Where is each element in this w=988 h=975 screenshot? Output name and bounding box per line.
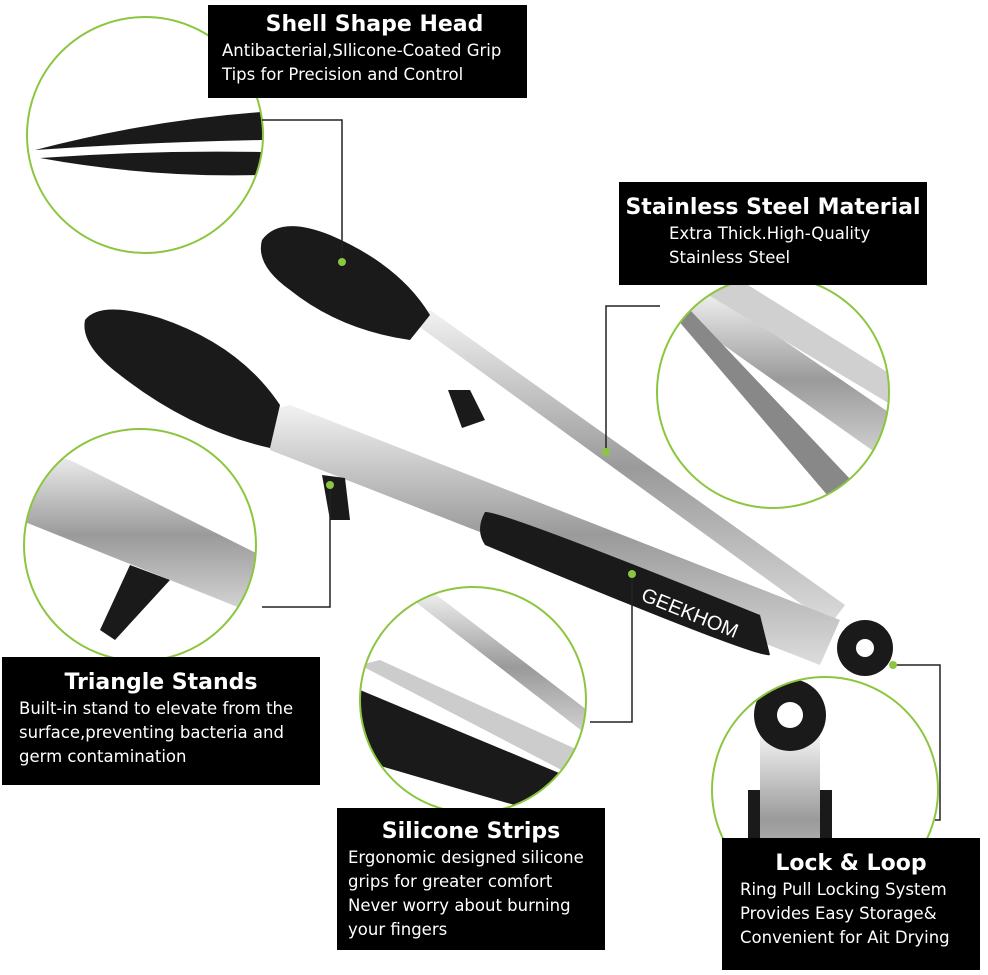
callout-title: Shell Shape Head xyxy=(265,12,484,37)
callout-stainless-steel: Stainless Steel Material Extra Thick.Hig… xyxy=(619,182,927,285)
callout-shell-shape-head: Shell Shape Head Antibacterial,SIlicone-… xyxy=(208,5,527,98)
callout-text: Ergonomic designed silicone grips for gr… xyxy=(348,848,584,939)
detail-circle-steel xyxy=(657,276,889,508)
tongs-upper-arm xyxy=(260,226,845,625)
callout-title: Lock & Loop xyxy=(775,851,927,876)
callout-title: Triangle Stands xyxy=(64,670,258,695)
callout-lock-loop: Lock & Loop Ring Pull Locking System Pro… xyxy=(722,838,980,970)
callout-title: Silicone Strips xyxy=(381,819,561,844)
callout-dots xyxy=(326,258,897,669)
detail-circle-stand xyxy=(24,429,256,661)
callout-text: Antibacterial,SIlicone-Coated Grip Tips … xyxy=(222,41,502,84)
callout-text: Extra Thick.High-Quality Stainless Steel xyxy=(669,224,871,267)
callout-triangle-stands: Triangle Stands Built-in stand to elevat… xyxy=(2,657,320,785)
connector-lines xyxy=(262,119,941,821)
callout-silicone-strips: Silicone Strips Ergonomic designed silic… xyxy=(337,808,605,950)
callout-text: Ring Pull Locking System Provides Easy S… xyxy=(740,880,950,947)
callout-text: Built-in stand to elevate from the surfa… xyxy=(19,699,294,766)
callout-title: Stainless Steel Material xyxy=(625,195,921,220)
